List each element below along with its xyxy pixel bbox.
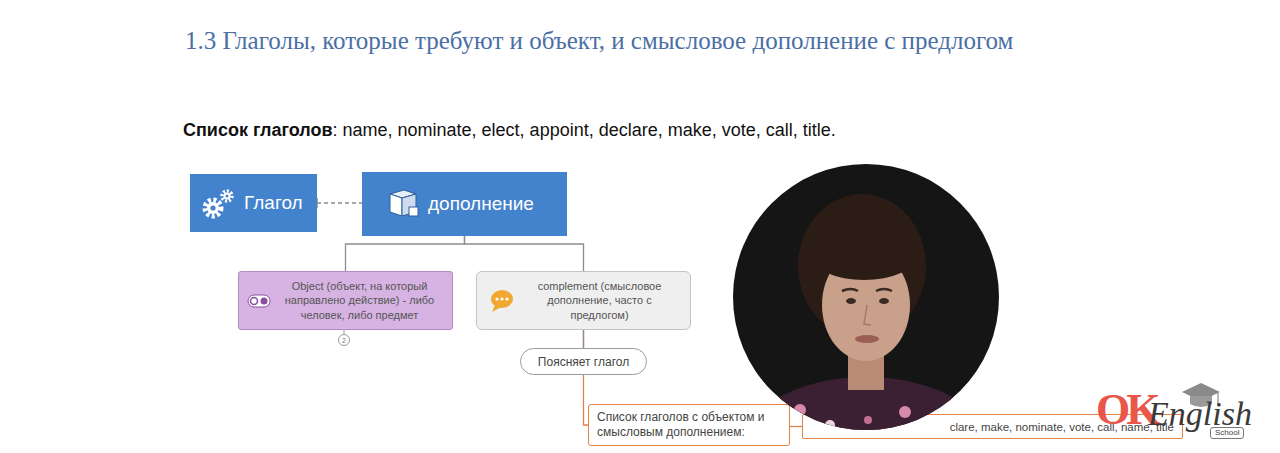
node-text: complement (смысловое дополнение, часто …: [520, 279, 680, 322]
collapse-indicator: [339, 330, 350, 346]
node-text: Список глаголов с объектом и смысловым д…: [597, 410, 777, 440]
slide-title: 1.3 Глаголы, которые требуют и объект, и…: [185, 27, 1013, 55]
presenter-video: [822, 249, 910, 361]
list-heading: Список глаголов: [183, 120, 333, 141]
connector-line: [317, 202, 362, 203]
node-text: дополнение: [428, 193, 534, 215]
logo-school: School: [1210, 427, 1244, 439]
verb-list-line: Список глаголов: name, nominate, elect, …: [183, 120, 836, 141]
logo-english: English: [1148, 397, 1252, 431]
verb-list: : name, nominate, elect, appoint, declar…: [333, 120, 836, 141]
logo-ok: OK: [1096, 388, 1156, 432]
connector-line: [583, 330, 584, 348]
presenter-video: [855, 335, 879, 343]
node-text: Object (объект, на который направлено де…: [274, 279, 446, 322]
presenter-video: [798, 194, 926, 338]
subtopic-box: Список глаголов с объектом и смысловым д…: [588, 404, 790, 446]
presenter-video: [879, 298, 889, 304]
presenter-video: [842, 289, 858, 291]
connector-line: [346, 236, 465, 271]
collapse-indicator: [339, 335, 350, 346]
connector-line: [465, 236, 584, 271]
node-text: Поясняет глагол: [538, 355, 629, 369]
presenter-video: [846, 298, 856, 304]
node-text: Глагол: [244, 192, 303, 214]
presenter-video: [730, 160, 1002, 432]
verb-box: Глагол: [190, 174, 317, 232]
collapse-count: 2: [342, 337, 346, 344]
presenter-video: [848, 345, 884, 390]
connector-line: [790, 426, 802, 427]
presenter-video: [876, 289, 892, 291]
subtopic-pill: Поясняет глагол: [520, 348, 647, 375]
collapse-indicator: [344, 330, 345, 335]
complement-topic: complement (смысловое дополнение, часто …: [476, 271, 691, 330]
presenter-video: [864, 305, 871, 325]
presenter-video: [812, 232, 916, 280]
complement-root-box: дополнение: [362, 172, 567, 236]
object-topic: Object (объект, на который направлено де…: [238, 271, 453, 330]
